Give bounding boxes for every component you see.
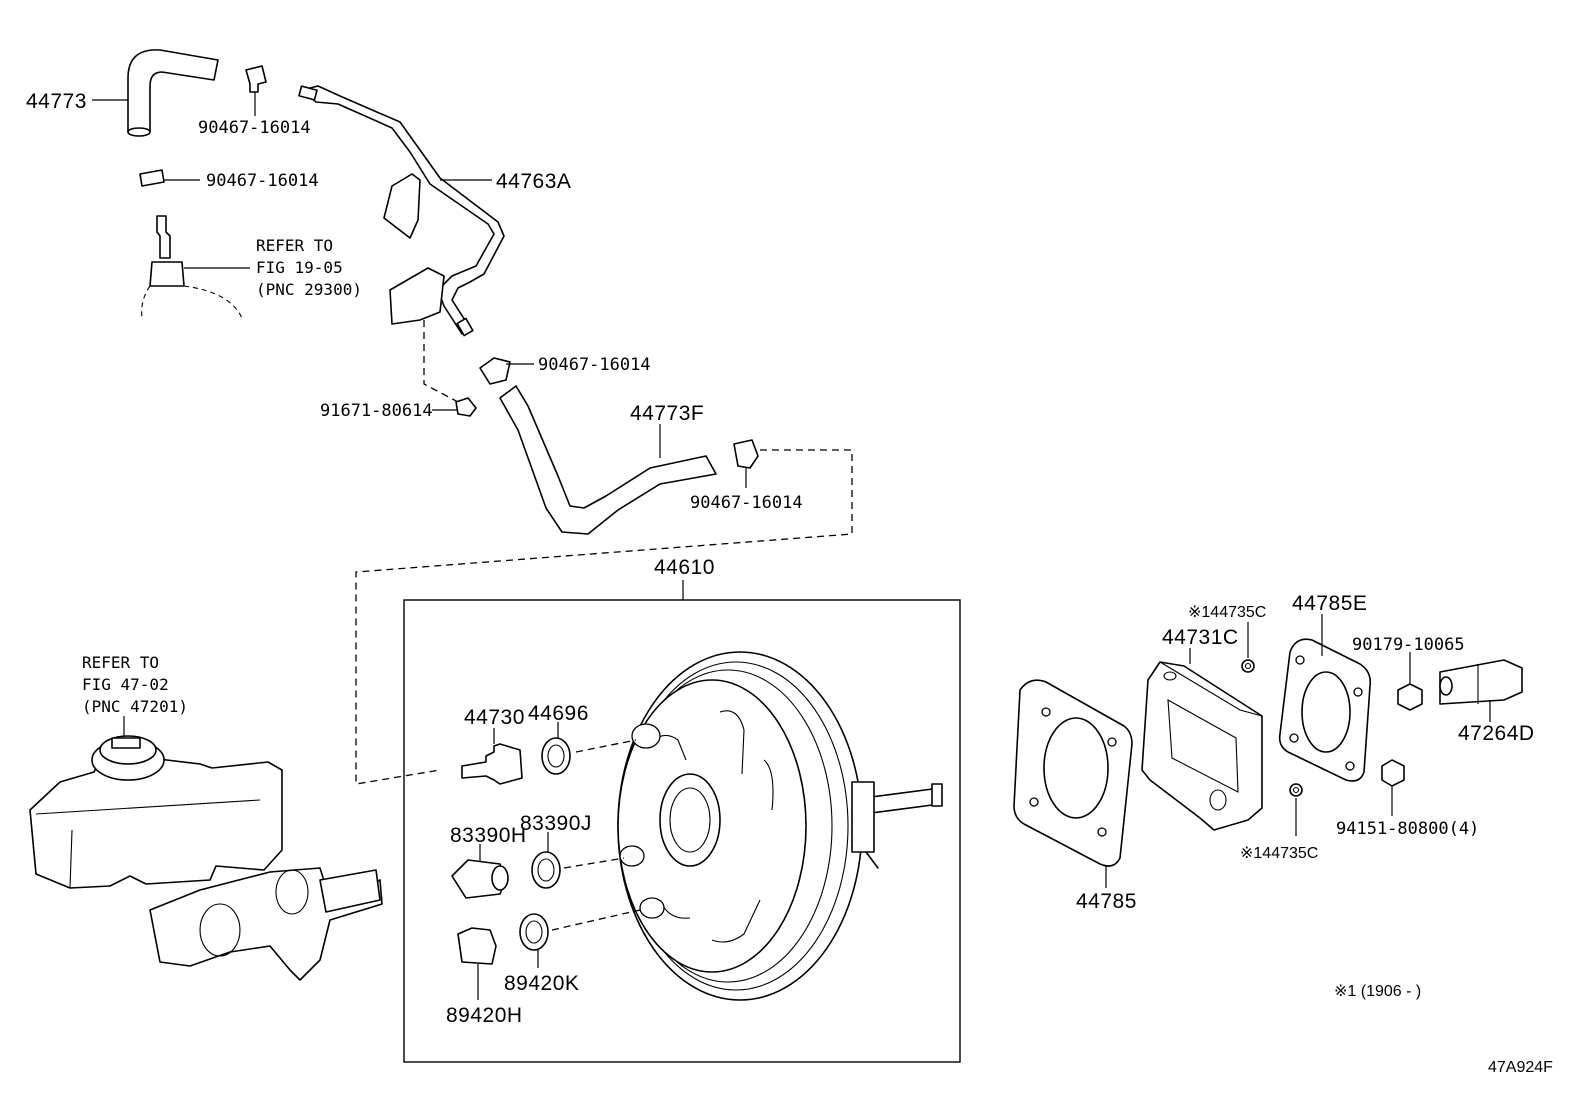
label-44785E: 44785E	[1292, 592, 1367, 615]
label-bolt: 91671-80614	[320, 401, 433, 421]
refer-a-line3: (PNC 29300)	[256, 280, 362, 299]
grommet-83390J	[531, 851, 561, 889]
label-44773F: 44773F	[630, 402, 704, 425]
label-44731C: 44731C	[1162, 626, 1239, 649]
master-cylinder-body	[149, 867, 383, 981]
booster-assembly-box	[403, 599, 961, 1063]
footnote: ※1 (1906 - )	[1334, 983, 1421, 1000]
label-89420H: 89420H	[446, 1004, 523, 1027]
gasket-44785	[1013, 679, 1133, 867]
label-44735C-bottom: ※144735C	[1240, 845, 1318, 862]
label-44696: 44696	[528, 702, 589, 725]
label-89420K: 89420K	[504, 972, 579, 995]
label-44730: 44730	[464, 706, 525, 729]
label-94151: 94151-80800(4)	[1336, 819, 1479, 839]
label-83390J: 83390J	[520, 812, 592, 835]
label-clip-mid: 90467-16014	[538, 355, 651, 375]
master-cylinder-reservoir	[29, 735, 283, 889]
washer-44735C-bottom	[1289, 783, 1303, 797]
vacuum-tank-neck	[141, 215, 243, 319]
refer-a-line2: FIG 19-05	[256, 258, 343, 277]
clip-90467-left	[139, 169, 165, 187]
label-clip-top: 90467-16014	[198, 118, 311, 138]
clip-90467-right	[733, 439, 759, 469]
label-clip-left: 90467-16014	[206, 171, 319, 191]
refer-b-line2: FIG 47-02	[82, 675, 169, 694]
label-clip-right: 90467-16014	[690, 493, 803, 513]
nut-94151	[1381, 759, 1405, 787]
label-83390H: 83390H	[450, 824, 527, 847]
bolt-91671	[455, 397, 477, 417]
label-44610: 44610	[654, 556, 715, 579]
refer-b-line3: (PNC 47201)	[82, 697, 188, 716]
label-44785: 44785	[1076, 890, 1137, 913]
sensor-83390H	[451, 859, 509, 899]
hose-44773F	[499, 385, 717, 535]
check-valve-44730	[461, 743, 523, 785]
nut-90179	[1397, 683, 1423, 711]
label-47264D: 47264D	[1458, 722, 1535, 745]
label-44735C-top: ※144735C	[1188, 604, 1266, 621]
clip-90467-top	[245, 65, 267, 93]
label-44773: 44773	[26, 90, 87, 113]
sensor-89420H	[457, 927, 497, 965]
clevis-47264D	[1439, 659, 1523, 705]
hose-44773	[127, 49, 219, 137]
figure-code: 47A924F	[1488, 1059, 1553, 1076]
grommet-44696	[541, 737, 571, 775]
refer-a-line1: REFER TO	[256, 236, 333, 255]
refer-b-line1: REFER TO	[82, 653, 159, 672]
clip-90467-mid	[479, 357, 511, 385]
label-90179: 90179-10065	[1352, 635, 1465, 655]
washer-44735C-top	[1241, 659, 1255, 673]
brake-booster-44610	[617, 651, 943, 1001]
vacuum-pipe-44763A	[298, 85, 505, 337]
grommet-89420K	[519, 913, 549, 951]
gasket-44785E	[1278, 638, 1372, 782]
label-44763A: 44763A	[496, 170, 571, 193]
spacer-44731C	[1141, 661, 1263, 831]
